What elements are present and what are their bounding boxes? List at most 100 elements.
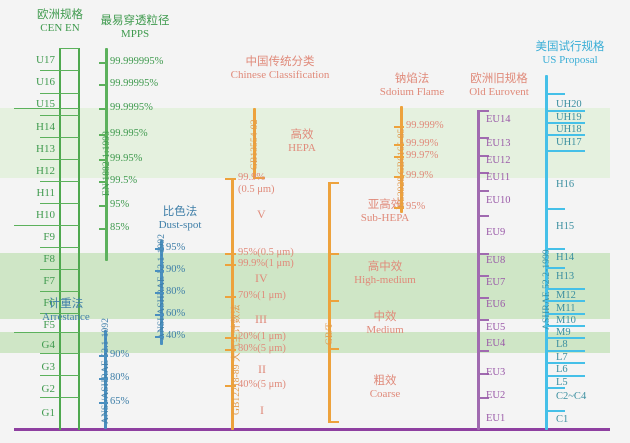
gb13554-axis-caption: GB13554-92	[250, 119, 260, 170]
us-grade: L6	[556, 364, 568, 375]
arrestance-axis-caption: ANSI/ASHRAE 52.1-1992	[101, 317, 111, 424]
gbt-tick	[328, 253, 339, 255]
sodium-tick	[394, 207, 404, 209]
header-dust-spot-cn: 比色法	[162, 204, 198, 218]
chinese-threshold: 95%(0.5 μm)	[238, 247, 294, 258]
chinese-group-iii: III	[255, 312, 267, 326]
cen-rung	[40, 313, 79, 315]
baseline-rule	[14, 428, 610, 431]
us-tick	[545, 134, 585, 136]
eurovent-tick	[477, 253, 489, 255]
eurovent-grade: EU9	[486, 227, 506, 238]
sodium-tick	[394, 126, 404, 128]
cen-grade: G2	[41, 383, 55, 395]
us-grade: M9	[556, 327, 571, 338]
us-tick	[545, 110, 585, 112]
chinese-group-v: V	[257, 207, 266, 221]
gbt-axis-caption: GB/T	[325, 322, 335, 345]
eurovent-tick	[477, 397, 489, 399]
mpps-axis	[105, 48, 108, 261]
us-tick	[545, 325, 585, 327]
us-tick	[545, 362, 585, 364]
dust-spot-value: 95%	[166, 242, 186, 253]
us-grade: L8	[556, 339, 568, 350]
us-tick	[545, 300, 585, 302]
group-hepa: 高效 HEPA	[272, 127, 332, 155]
gb12218-tick	[225, 385, 236, 387]
group-sub-hepa: 亚高效 Sub-HEPA	[345, 197, 425, 225]
sodium-value: 95%	[406, 201, 426, 212]
cen-rung	[40, 115, 79, 117]
eurovent-grade: EU3	[486, 367, 506, 378]
mpps-tick	[99, 108, 108, 110]
us-proposal-axis-caption: ASHRAE 52.2-1999	[542, 249, 552, 330]
band-hepa	[0, 108, 610, 178]
mpps-tick	[99, 228, 108, 230]
group-sub-hepa-en: Sub-HEPA	[360, 211, 410, 224]
us-tick	[545, 337, 585, 339]
eurovent-tick	[477, 373, 489, 375]
cen-grade: H10	[36, 209, 55, 221]
cen-grade: H12	[36, 165, 55, 177]
mpps-tick	[99, 181, 108, 183]
mpps-value: 95%	[110, 199, 130, 210]
group-medium: 中效 Medium	[345, 309, 425, 337]
group-medium-en: Medium	[366, 323, 404, 336]
us-grade: L5	[556, 377, 568, 388]
header-dust-spot: 比色法 Dust-spot	[145, 204, 215, 232]
header-mpps: 最易穿透粒径 MPPS	[90, 13, 180, 41]
cen-grade: H14	[36, 121, 55, 133]
group-sub-hepa-cn: 亚高效	[367, 197, 403, 211]
dust-spot-tick	[155, 314, 164, 316]
cen-grade: U16	[36, 76, 55, 88]
chinese-group-iv: IV	[255, 271, 268, 285]
header-chinese-en: Chinese Classification	[230, 68, 330, 81]
us-grade: M12	[556, 290, 576, 301]
cen-grade: F8	[43, 253, 55, 265]
cen-rung	[40, 397, 79, 399]
header-cen-en: 欧洲规格 CEN EN	[20, 7, 100, 35]
dust-spot-tick	[155, 248, 164, 250]
cen-rung	[40, 181, 79, 183]
header-sodium-flame: 钠焰法 Sdoium Flame	[368, 71, 456, 99]
us-proposal-axis	[545, 75, 548, 430]
header-sodium-en: Sdoium Flame	[379, 85, 445, 98]
gb12218-tick	[225, 296, 236, 298]
us-tick	[545, 313, 585, 315]
cen-rung	[40, 203, 79, 205]
cen-rail-left	[59, 48, 61, 430]
gb13554-axis	[253, 108, 256, 178]
eurovent-grade: EU14	[486, 114, 511, 125]
us-grade: UH19	[556, 112, 582, 123]
band-high-medium	[0, 253, 610, 319]
header-sodium-cn: 钠焰法	[394, 71, 430, 85]
arrestance-tick	[99, 378, 108, 380]
group-hepa-cn: 高效	[290, 127, 314, 141]
header-chinese-cn: 中国传统分类	[245, 54, 315, 68]
dust-spot-tick	[155, 292, 164, 294]
eurovent-tick	[477, 172, 489, 174]
us-tick	[545, 248, 565, 250]
group-high-medium: 高中效 High-medium	[340, 259, 430, 287]
us-grade: M10	[556, 315, 576, 326]
header-eurovent-cn: 欧洲旧规格	[470, 71, 528, 85]
us-tick	[545, 267, 565, 269]
group-hepa-en: HEPA	[288, 141, 316, 154]
us-grade: L7	[556, 352, 568, 363]
header-us-en: US Proposal	[542, 53, 598, 66]
gb12218-tick	[225, 337, 236, 339]
eurovent-tick	[477, 155, 489, 157]
us-tick	[545, 122, 585, 124]
sodium-value: 99.9%	[406, 170, 434, 181]
eurovent-tick	[477, 350, 489, 352]
group-coarse-cn: 粗效	[373, 373, 397, 387]
cen-rung	[40, 247, 79, 249]
sodium-tick	[394, 176, 404, 178]
eurovent-grade: EU13	[486, 138, 511, 149]
cen-rail-right	[78, 48, 80, 430]
dust-spot-value: 40%	[166, 330, 186, 341]
gbt-tick	[328, 300, 339, 302]
eurovent-tick	[477, 110, 489, 112]
header-us-cn: 美国试行规格	[535, 39, 605, 53]
